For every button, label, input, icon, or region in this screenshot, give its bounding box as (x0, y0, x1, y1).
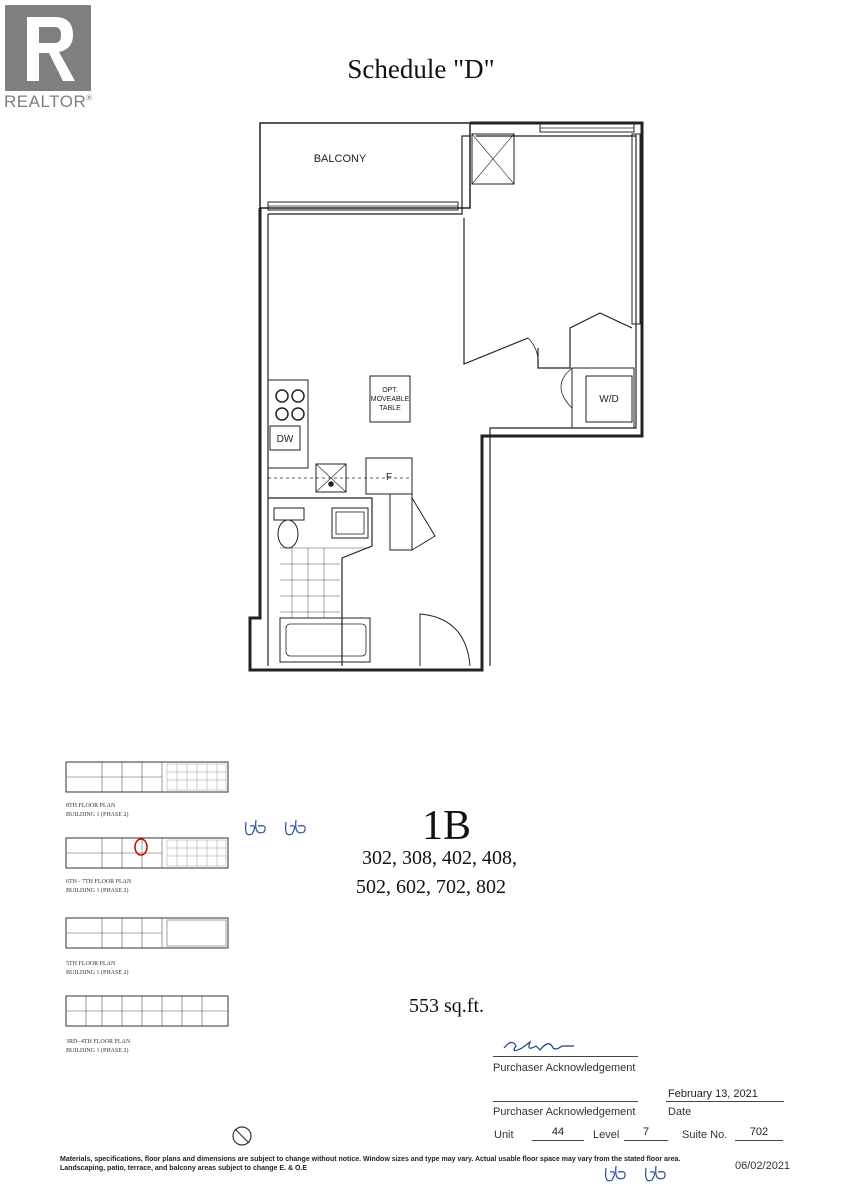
purchaser-signature (503, 1040, 574, 1052)
key-plan-8th (62, 760, 232, 801)
key-plan-6-7th-label: 6TH - 7TH FLOOR PLAN (66, 879, 132, 885)
level-line (624, 1140, 668, 1141)
unit-line (532, 1140, 584, 1141)
table-label-2: MOVEABLE (371, 396, 410, 403)
level-label: Level (593, 1129, 620, 1141)
key-plan-8th-building: BUILDING 1 (PHASE 2) (66, 812, 129, 818)
suite-value: 702 (749, 1126, 769, 1138)
document-date: 06/02/2021 (735, 1160, 791, 1172)
key-plan-3-4th-label: 3RD- 4TH FLOOR PLAN (66, 1039, 131, 1045)
key-plan-5th (62, 916, 232, 957)
date-line (666, 1101, 784, 1102)
key-plan-5th-drawing (65, 917, 229, 949)
logo-mark: ® (86, 93, 93, 103)
highlighted-unit-marker (134, 838, 148, 856)
table-label-3: TABLE (379, 405, 401, 412)
date-value: February 13, 2021 (668, 1088, 758, 1100)
key-plan-3-4th (62, 994, 232, 1035)
unit-area: 553 sq.ft. (409, 995, 484, 1017)
key-plan-6-7th-drawing (65, 837, 229, 869)
suite-line (735, 1140, 783, 1141)
floor-plan: BALCONY OPT. MOVEABLE TABLE DW F W/D (248, 121, 644, 672)
wd-label: W/D (599, 394, 618, 405)
disclaimer-line-1: Materials, specifications, floor plans a… (60, 1156, 681, 1163)
balcony-area (259, 122, 471, 209)
signature-line-1 (493, 1056, 638, 1057)
key-plan-8th-label: 8TH FLOOR PLAN (66, 803, 116, 809)
unit-type: 1B (422, 803, 472, 849)
fridge-label: F (386, 472, 392, 483)
realtor-wordmark: REALTOR® (4, 92, 93, 112)
key-plan-3-4th-building: BUILDING 1 (PHASE 2) (66, 1048, 129, 1054)
date-label: Date (668, 1106, 692, 1118)
suite-list-line-1: 302, 308, 402, 408, (362, 847, 517, 869)
ack-label-2: Purchaser Acknowledgement (493, 1106, 636, 1118)
realtor-logo (5, 5, 91, 91)
page-title: Schedule "D" (347, 54, 495, 84)
key-plan-8th-drawing (65, 761, 229, 793)
disclaimer-line-2: Landscaping, patio, terrace, and balcony… (60, 1165, 308, 1172)
ack-label-1: Purchaser Acknowledgement (493, 1062, 636, 1074)
key-plan-6-7th-building: BUILDING 1 (PHASE 2) (66, 888, 129, 894)
logo-name: REALTOR (4, 92, 87, 111)
key-plan-5th-label: 5TH FLOOR PLAN (66, 961, 116, 967)
balcony-label: BALCONY (314, 153, 367, 165)
disclaimer: Materials, specifications, floor plans a… (60, 1155, 680, 1173)
suite-list-line-2: 502, 602, 702, 802 (356, 876, 506, 898)
level-value: 7 (642, 1126, 650, 1138)
dw-label: DW (277, 434, 294, 445)
north-arrow-icon (232, 1126, 252, 1146)
initials-1 (245, 819, 306, 836)
table-label-1: OPT. (382, 387, 398, 394)
key-plan-6-7th (62, 836, 232, 877)
signature-line-2 (493, 1101, 638, 1102)
initials-2 (605, 1165, 666, 1182)
unit-value: 44 (551, 1126, 565, 1138)
key-plan-5th-building: BUILDING 1 (PHASE 2) (66, 970, 129, 976)
suite-label: Suite No. (682, 1129, 728, 1141)
unit-label: Unit (494, 1129, 514, 1141)
key-plan-3-4th-drawing (65, 995, 229, 1027)
realtor-r-icon (27, 17, 75, 81)
